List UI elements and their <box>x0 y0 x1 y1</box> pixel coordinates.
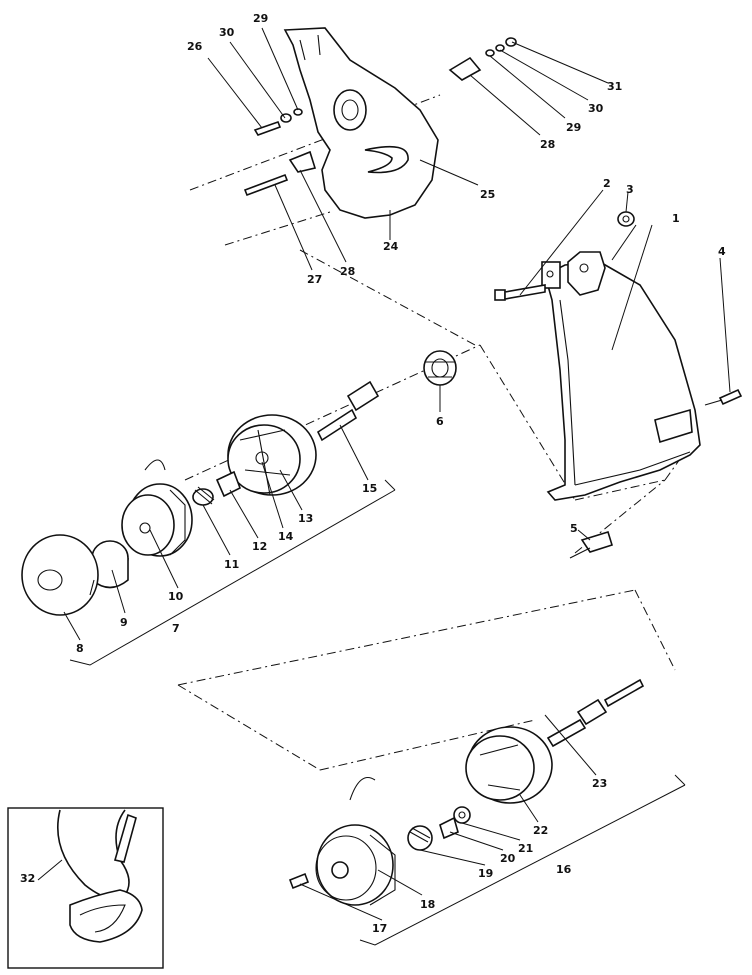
leader-lines <box>37 27 731 946</box>
callout-27: 27 <box>307 273 322 286</box>
callout-2: 2 <box>603 177 611 190</box>
retainer-20 <box>439 816 459 840</box>
drive-shaft-15 <box>316 380 380 442</box>
callout-25: 25 <box>480 188 495 201</box>
callout-23: 23 <box>592 777 607 790</box>
callout-11: 11 <box>224 558 239 571</box>
housing-13 <box>227 414 317 496</box>
spring-11 <box>192 486 215 506</box>
callout-22: 22 <box>533 824 548 837</box>
callout-3: 3 <box>626 183 634 196</box>
blade-guard-1 <box>541 251 701 501</box>
callout-7: 7 <box>172 622 180 635</box>
callout-5: 5 <box>570 522 578 535</box>
guard-plate-24 <box>283 27 439 219</box>
washer-21 <box>453 806 471 824</box>
bump-knob-9 <box>91 540 129 589</box>
callout-12: 12 <box>252 540 267 553</box>
callout-10: 10 <box>168 590 184 603</box>
callout-32: 32 <box>20 872 35 885</box>
callout-13: 13 <box>298 512 313 525</box>
cover-8 <box>21 534 99 616</box>
callout-30-right: 30 <box>588 102 604 115</box>
bracket-5 <box>569 531 613 559</box>
callout-29-right: 29 <box>566 121 581 134</box>
spool-10 <box>121 459 193 557</box>
callout-28-upper: 28 <box>540 138 555 151</box>
bolt-2 <box>494 284 546 301</box>
spring-19 <box>407 825 433 851</box>
callout-14: 14 <box>278 530 294 543</box>
callout-labels: 1 2 3 4 5 6 7 8 9 10 11 12 13 14 15 16 1… <box>20 12 726 935</box>
callout-30-left: 30 <box>219 26 235 39</box>
callout-18: 18 <box>420 898 435 911</box>
callout-4: 4 <box>718 245 726 258</box>
callout-16: 16 <box>556 863 572 876</box>
callout-28-lower: 28 <box>340 265 355 278</box>
callout-20: 20 <box>500 852 516 865</box>
drive-shaft-23 <box>546 678 645 748</box>
spool-18 <box>315 776 396 906</box>
inset-panel <box>7 807 164 969</box>
callout-8: 8 <box>76 642 84 655</box>
callout-9: 9 <box>120 616 128 629</box>
nut-3 <box>617 211 635 227</box>
callout-19: 19 <box>478 867 493 880</box>
callout-24: 24 <box>383 240 399 253</box>
screw-17 <box>288 872 310 890</box>
adapter-12 <box>215 470 242 498</box>
callout-21: 21 <box>518 842 533 855</box>
callout-15: 15 <box>362 482 377 495</box>
hub-6 <box>423 350 457 386</box>
callout-17: 17 <box>372 922 387 935</box>
callout-6: 6 <box>436 415 444 428</box>
housing-22 <box>465 726 553 804</box>
callout-26: 26 <box>187 40 203 53</box>
callout-29-left: 29 <box>253 12 268 25</box>
callout-1: 1 <box>672 212 680 225</box>
callout-31: 31 <box>607 80 622 93</box>
screw-4 <box>704 388 743 406</box>
